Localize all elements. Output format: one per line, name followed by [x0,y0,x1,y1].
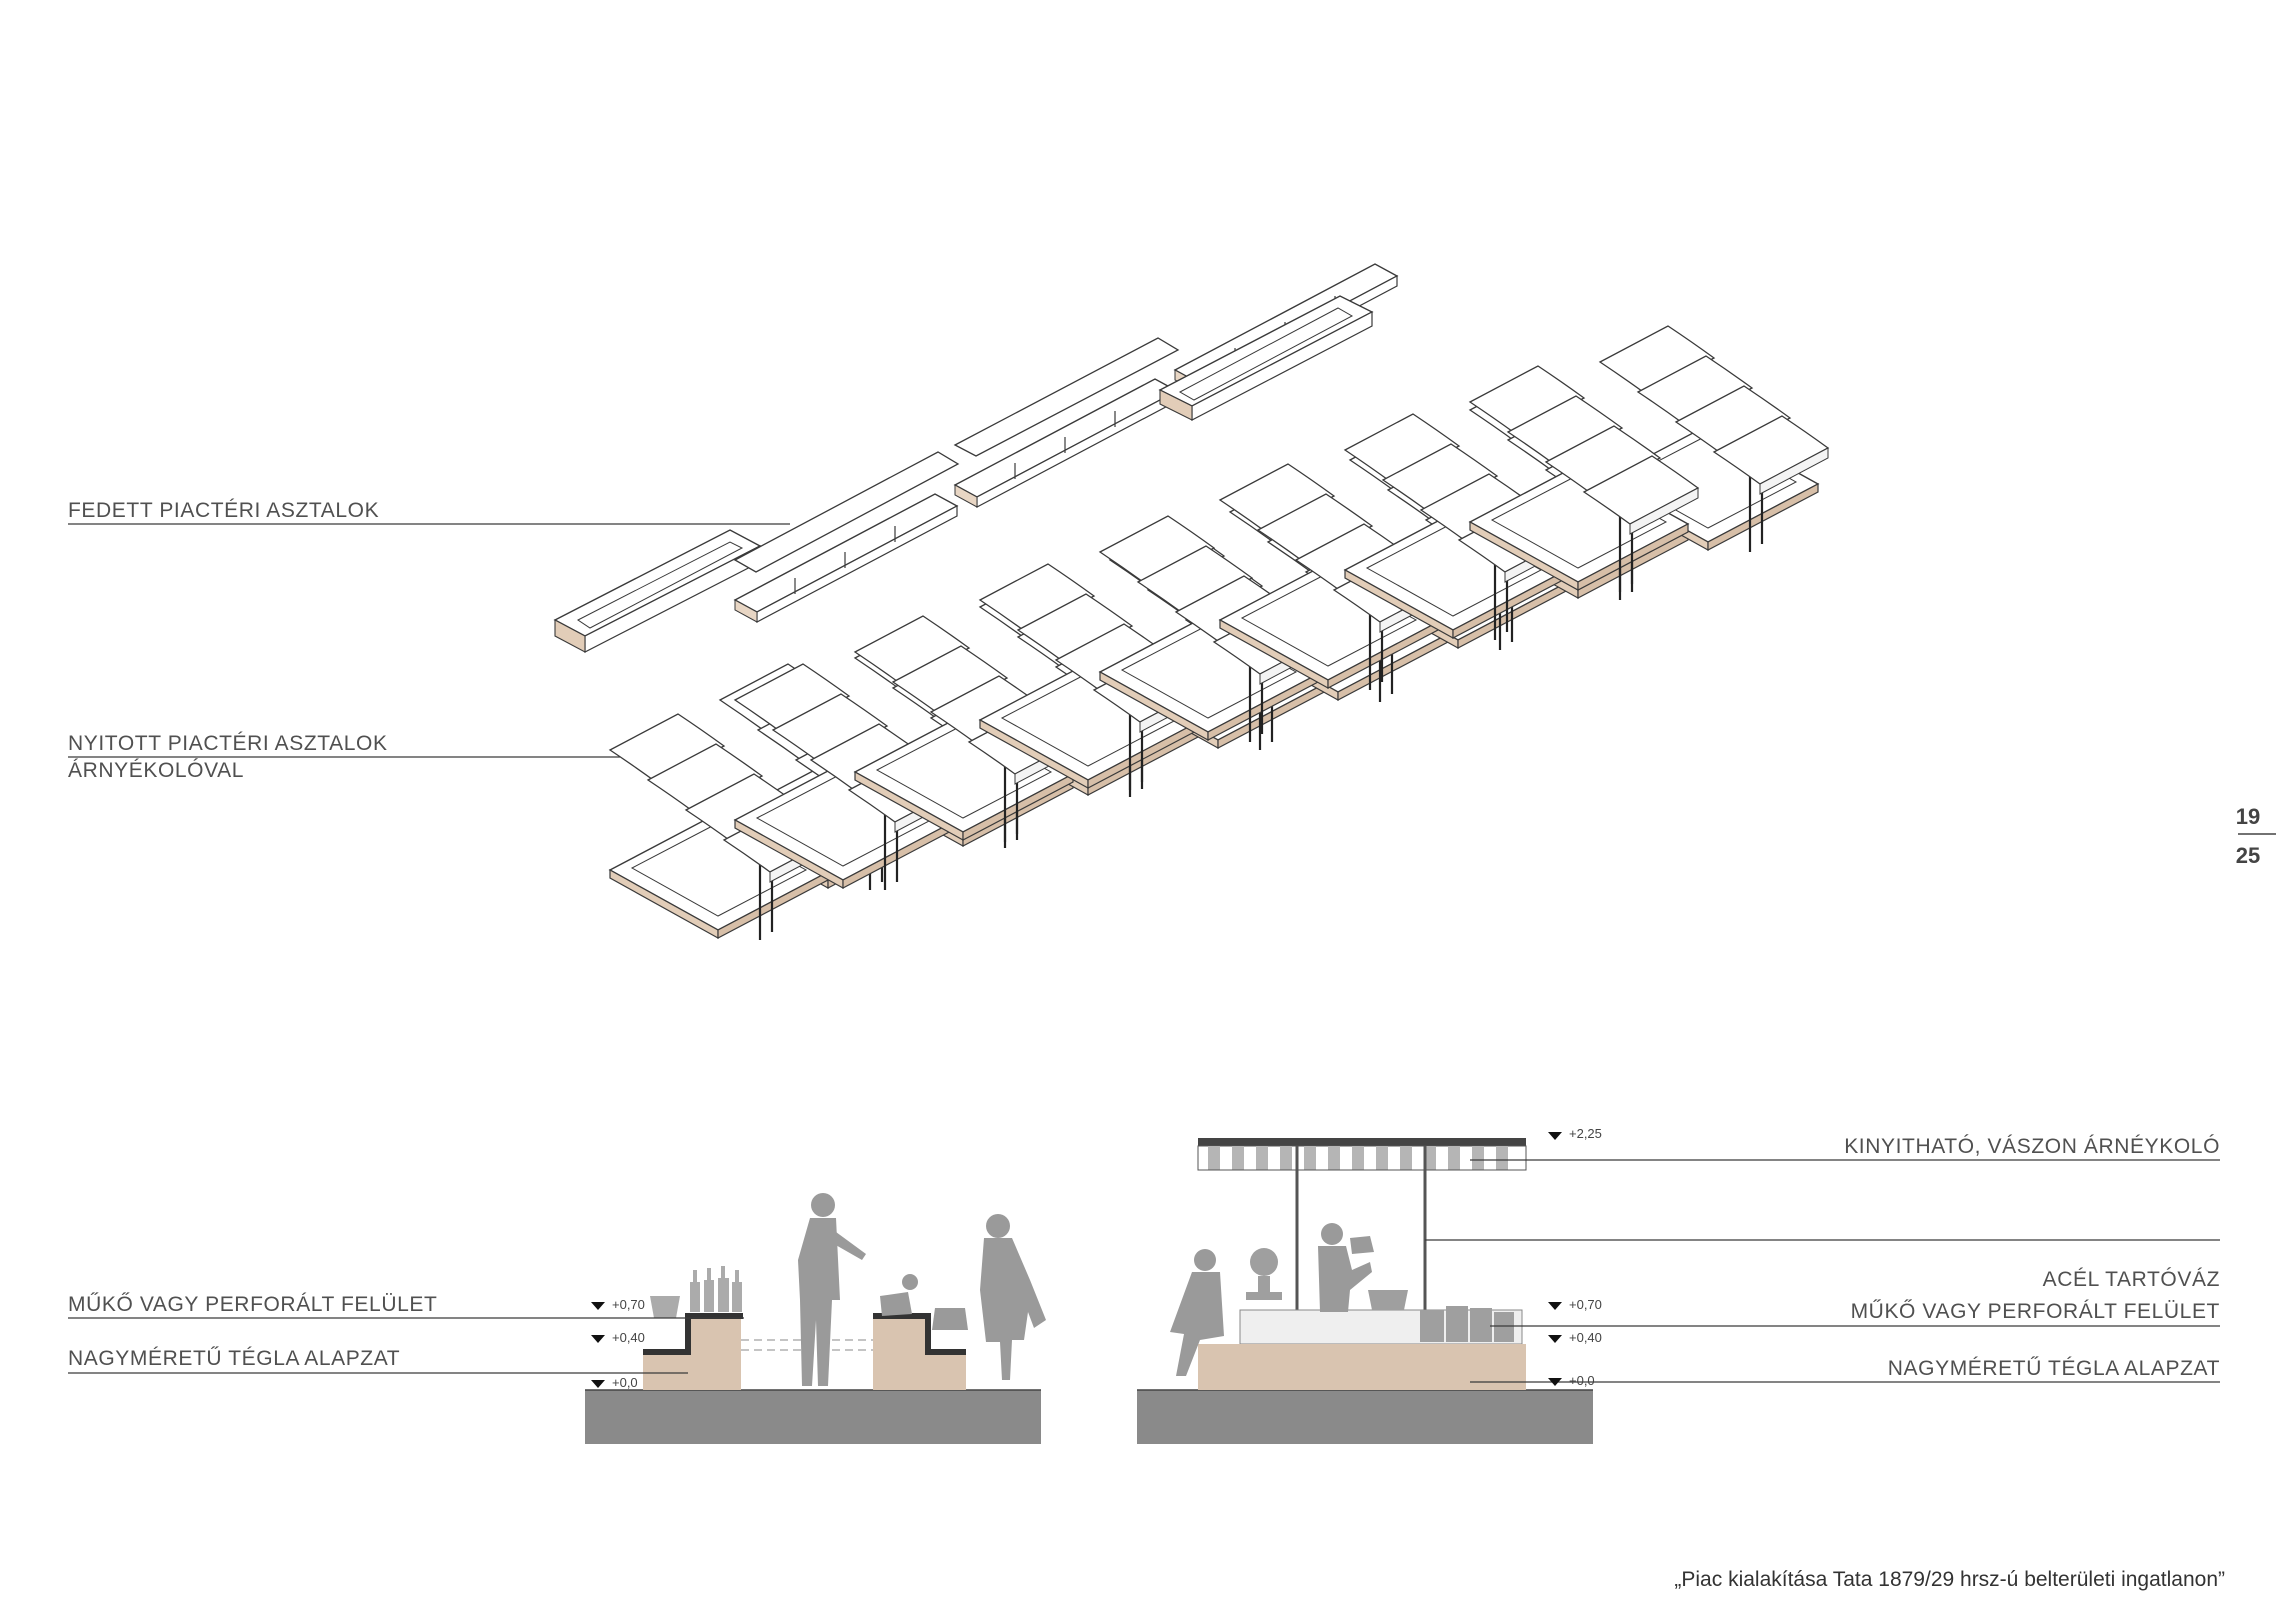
level-left-00: +0,0 [612,1375,638,1390]
label-covered-tables: FEDETT PIACTÉRI ASZTALOK [68,499,380,522]
level-left-040: +0,40 [612,1330,645,1345]
label-brick-left: NAGYMÉRETŰ TÉGLA ALAPZAT [68,1347,401,1370]
level-right-00: +0,0 [1569,1373,1595,1388]
page-number-current: 19 [2235,804,2261,829]
level-left-070: +0,70 [612,1297,645,1312]
footer-title: „Piac kialakítása Tata 1879/29 hrsz-ú be… [1674,1568,2225,1591]
covered-tables-row [553,263,1398,653]
label-open-tables-shade: ÁRNYÉKOLÓVAL [68,759,245,782]
page-number-total: 25 [2235,843,2261,868]
left-section-drawing [585,1193,1046,1444]
level-right-225: +2,25 [1569,1126,1602,1141]
label-steel-frame: ACÉL TARTÓVÁZ [2042,1268,2220,1291]
open-stalls [610,326,1828,940]
right-section-drawing [1137,1138,1593,1444]
label-surface-left: MŰKŐ VAGY PERFORÁLT FELÜLET [68,1293,438,1316]
label-surface-right: MŰKŐ VAGY PERFORÁLT FELÜLET [1850,1300,2220,1323]
label-brick-right: NAGYMÉRETŰ TÉGLA ALAPZAT [1887,1357,2220,1380]
label-open-tables: NYITOTT PIACTÉRI ASZTALOK [68,732,388,755]
level-right-070: +0,70 [1569,1297,1602,1312]
level-right-040: +0,40 [1569,1330,1602,1345]
label-canvas-shade: KINYITHATÓ, VÁSZON ÁRNÉYKOLÓ [1844,1135,2220,1158]
